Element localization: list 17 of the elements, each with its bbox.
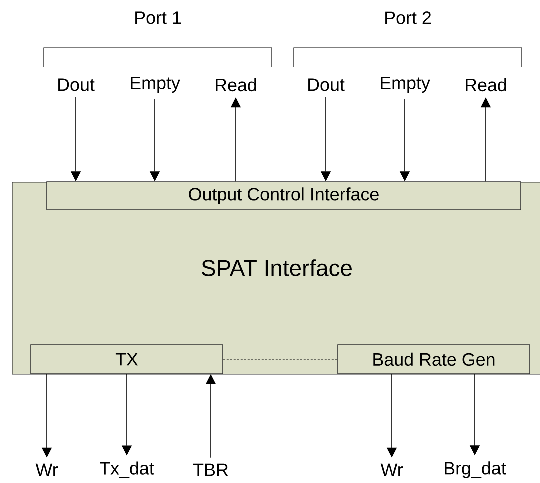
signal-name: Brg_dat [445, 462, 506, 478]
signal-name: Empty [131, 76, 180, 94]
signal-name: Read [216, 78, 256, 92]
port-label: Port 2 [386, 12, 432, 24]
signal-name: Read [466, 78, 506, 92]
connector-line [223, 359, 338, 360]
control-block: Output Control Interface [46, 182, 522, 210]
signal-name: Tx_dat [100, 462, 154, 478]
generator-block: Baud Rate Gen [338, 344, 530, 374]
signal-name: Dout [308, 78, 345, 92]
signal-name: Wr [380, 464, 403, 476]
signal-name: Dout [58, 78, 95, 92]
signal-name: Empty [381, 76, 430, 94]
signal-name: TBR [193, 464, 228, 476]
signal-name: Wr [36, 464, 58, 476]
tx-block: TX [30, 344, 224, 374]
port-label: Port 1 [136, 12, 182, 24]
